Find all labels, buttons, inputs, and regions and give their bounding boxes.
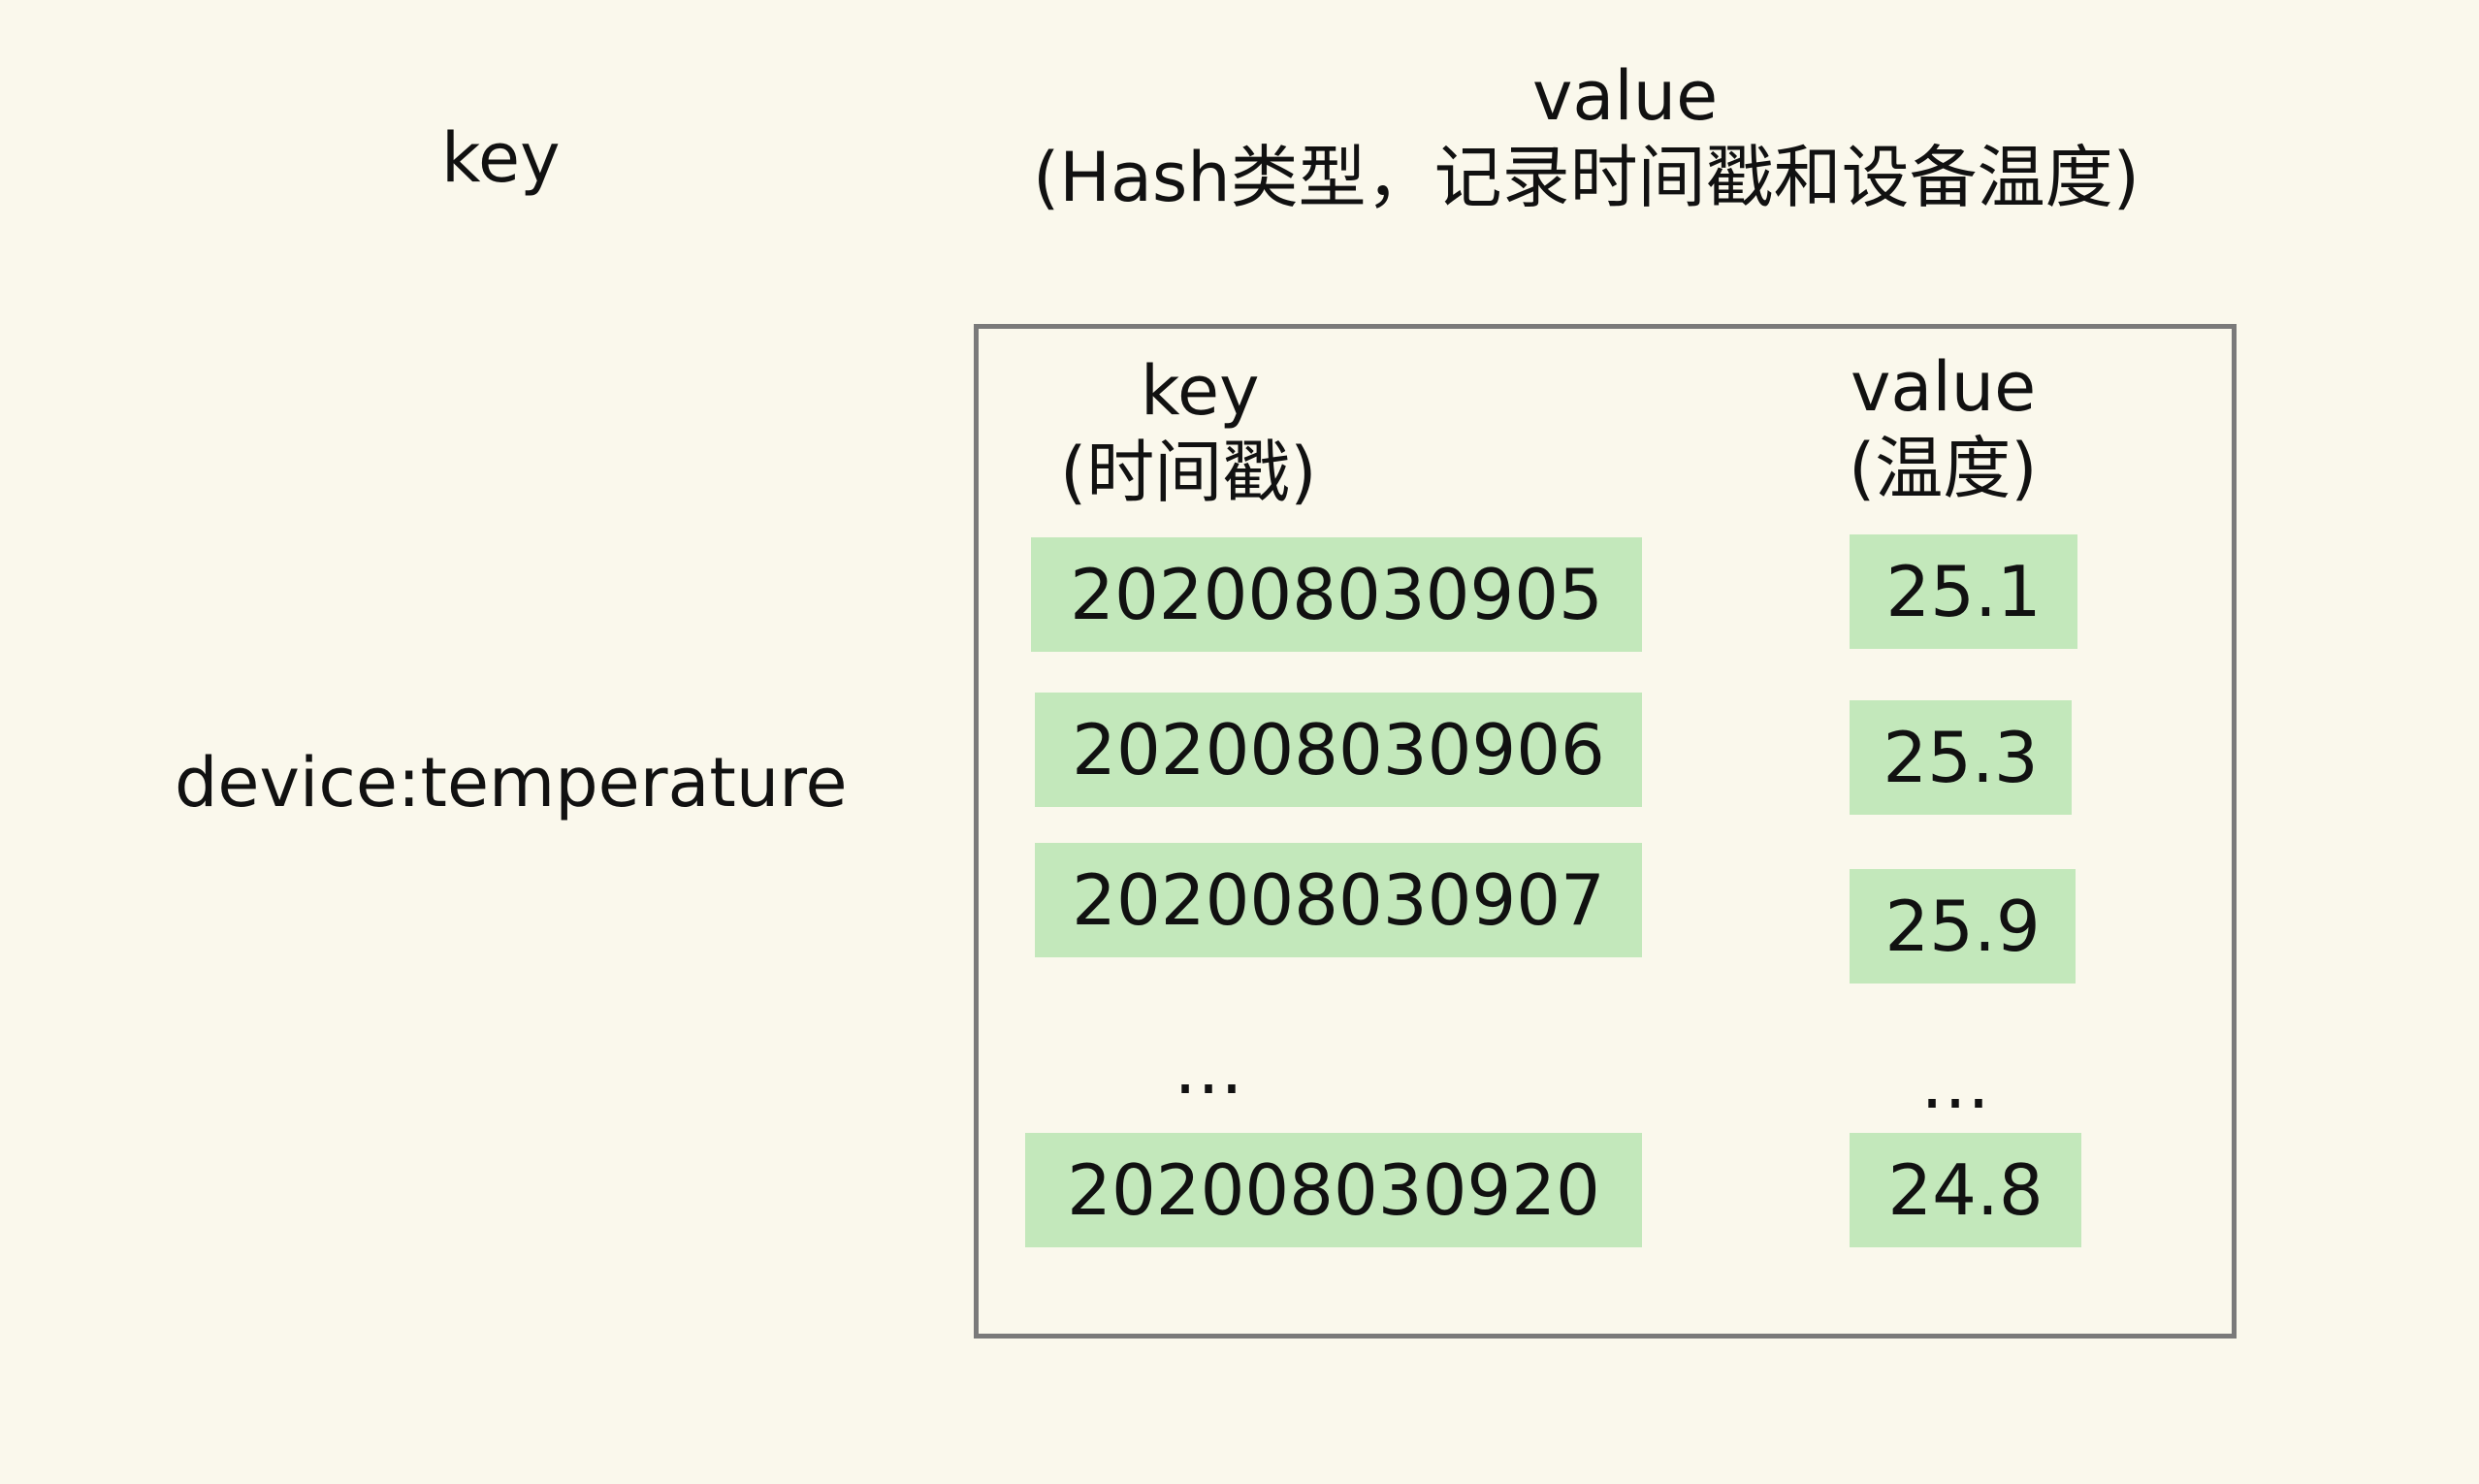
hash-field-value: 25.3 — [1850, 700, 2072, 815]
hash-key-header: key — [1141, 351, 1260, 431]
hash-value-header: value — [1851, 347, 2037, 427]
hash-key-subheader: (时间戳) — [1060, 433, 1317, 512]
hash-field-key: 202008030920 — [1025, 1133, 1642, 1247]
hash-container — [974, 324, 2237, 1339]
outer-value-sublabel: (Hash类型，记录时间戳和设备温度) — [1033, 138, 2140, 217]
value-ellipsis: … — [1920, 1043, 1996, 1124]
key-ellipsis: … — [1174, 1028, 1249, 1110]
hash-field-value: 25.9 — [1850, 869, 2076, 984]
outer-value-label: value — [1532, 56, 1719, 136]
redis-key-name: device:temperature — [175, 743, 848, 823]
hash-field-value: 24.8 — [1850, 1133, 2081, 1247]
hash-field-key: 202008030906 — [1035, 693, 1642, 807]
hash-field-value: 25.1 — [1850, 534, 2077, 649]
outer-key-label: key — [441, 118, 561, 198]
hash-field-key: 202008030905 — [1031, 537, 1642, 652]
hash-value-subheader: (温度) — [1849, 429, 2038, 508]
hash-field-key: 202008030907 — [1035, 843, 1642, 957]
